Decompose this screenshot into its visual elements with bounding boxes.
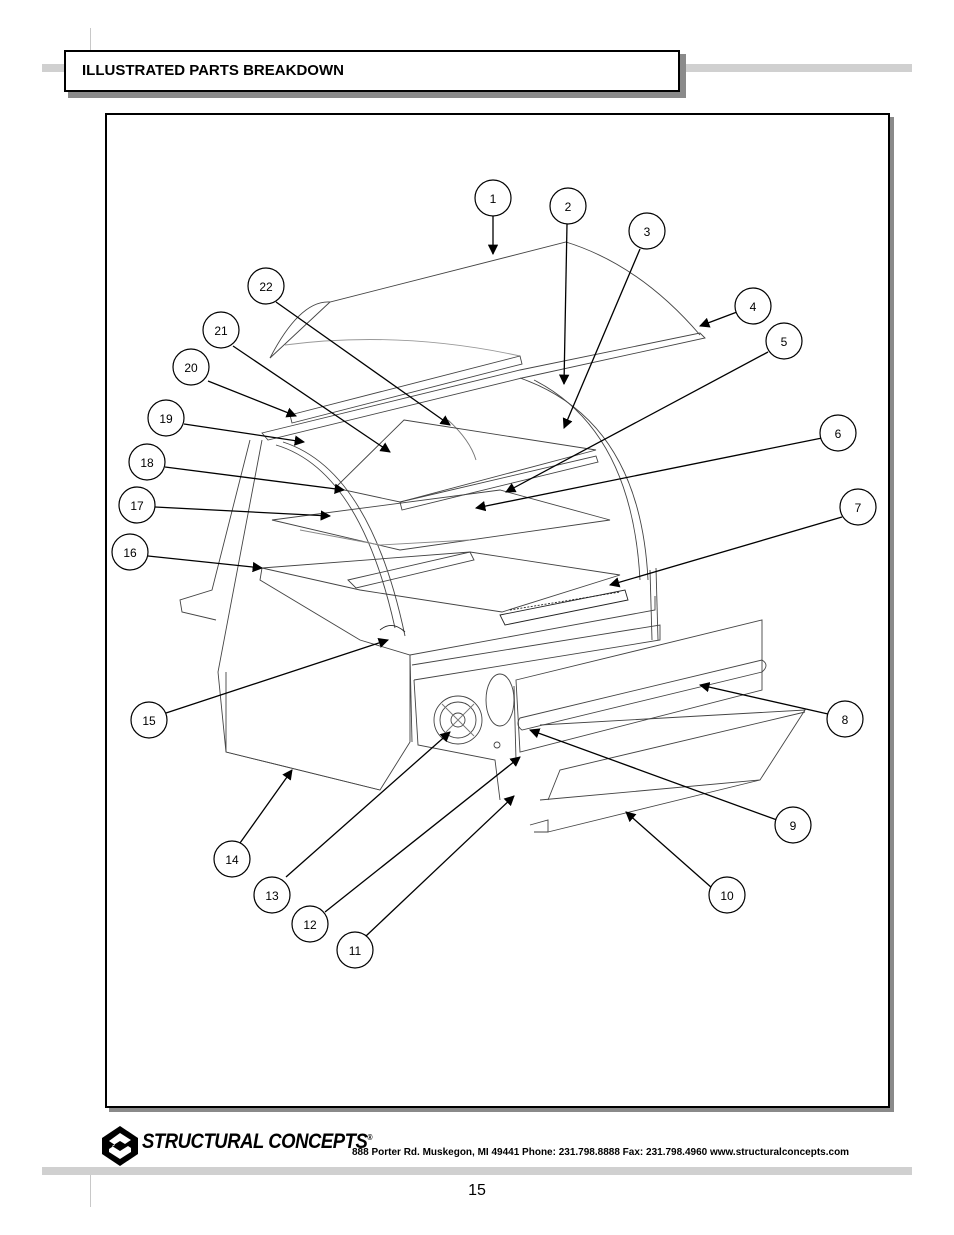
callout-14: 14 (213, 840, 251, 878)
leader-6 (474, 437, 823, 512)
leader-21 (232, 345, 391, 453)
svg-text:3: 3 (644, 225, 651, 239)
callout-19: 19 (147, 399, 185, 437)
svg-text:6: 6 (835, 427, 842, 441)
leader-22 (275, 301, 451, 426)
callout-13: 13 (253, 876, 291, 914)
callout-15: 15 (130, 701, 168, 739)
leader-12 (324, 756, 521, 913)
svg-text:12: 12 (303, 918, 317, 932)
top-rule-left (42, 64, 66, 72)
company-address: 888 Porter Rd. Muskegon, MI 49441 Phone:… (352, 1147, 850, 1158)
callout-20: 20 (172, 348, 210, 386)
callout-11: 11 (336, 931, 374, 969)
leader-4 (699, 311, 738, 328)
leader-8 (698, 681, 829, 715)
svg-text:7: 7 (855, 501, 862, 515)
callout-21: 21 (202, 311, 240, 349)
leader-14 (239, 769, 293, 844)
svg-text:2: 2 (565, 200, 572, 214)
logo-mark-icon (102, 1126, 138, 1166)
leader-3 (562, 248, 641, 429)
svg-text:20: 20 (184, 361, 198, 375)
callout-12: 12 (291, 905, 329, 943)
callout-22: 22 (247, 267, 285, 305)
svg-text:19: 19 (159, 412, 173, 426)
callout-18: 18 (128, 443, 166, 481)
leader-20 (207, 380, 297, 418)
callout-8: 8 (826, 700, 864, 738)
svg-text:9: 9 (790, 819, 797, 833)
logo-wordmark-text: STRUCTURAL CONCEPTS (142, 1130, 368, 1153)
leader-11 (365, 795, 515, 937)
callout-circles: 1 2 3 4 5 6 7 8 9 10 11 12 13 14 15 16 1… (111, 179, 877, 969)
top-rule-right (680, 64, 912, 72)
left-margin-line-top (90, 28, 91, 50)
callout-9: 9 (774, 806, 812, 844)
svg-text:18: 18 (140, 456, 154, 470)
left-margin-line-bottom (90, 1175, 91, 1207)
logo-wordmark: STRUCTURAL CONCEPTS® (142, 1130, 373, 1154)
leader-7 (609, 516, 843, 588)
svg-text:1: 1 (490, 192, 497, 206)
page-title: ILLUSTRATED PARTS BREAKDOWN (64, 50, 680, 92)
leader-5 (505, 351, 769, 493)
leader-19 (183, 423, 306, 446)
svg-text:15: 15 (142, 714, 156, 728)
svg-text:22: 22 (259, 280, 273, 294)
callout-2: 2 (549, 187, 587, 225)
callout-1: 1 (474, 179, 512, 217)
leader-18 (164, 466, 346, 494)
leader-13 (285, 731, 451, 878)
svg-text:16: 16 (123, 546, 137, 560)
svg-text:14: 14 (225, 853, 239, 867)
leader-15 (165, 637, 389, 714)
svg-text:11: 11 (349, 944, 362, 958)
svg-text:4: 4 (750, 300, 757, 314)
svg-text:10: 10 (720, 889, 734, 903)
leader-17 (154, 506, 332, 521)
callout-17: 17 (118, 486, 156, 524)
svg-text:8: 8 (842, 713, 849, 727)
svg-text:21: 21 (214, 324, 228, 338)
callout-6: 6 (819, 414, 857, 452)
bottom-rule (42, 1167, 912, 1175)
structural-concepts-logo (102, 1126, 138, 1166)
diagram-frame (105, 113, 890, 1108)
leader-16 (147, 555, 264, 573)
callout-3: 3 (628, 212, 666, 250)
leader-10 (625, 811, 713, 889)
svg-text:13: 13 (265, 889, 279, 903)
leader-2 (558, 223, 570, 386)
leader-lines (147, 216, 843, 937)
leader-9 (529, 728, 778, 821)
callout-4: 4 (734, 287, 772, 325)
display-case-drawing (179, 241, 806, 833)
svg-text:5: 5 (781, 335, 788, 349)
callout-7: 7 (839, 488, 877, 526)
callout-10: 10 (708, 876, 746, 914)
registered-mark: ® (367, 1133, 373, 1142)
callout-5: 5 (765, 322, 803, 360)
svg-text:17: 17 (130, 499, 144, 513)
page-number: 15 (468, 1182, 486, 1199)
callout-16: 16 (111, 533, 149, 571)
